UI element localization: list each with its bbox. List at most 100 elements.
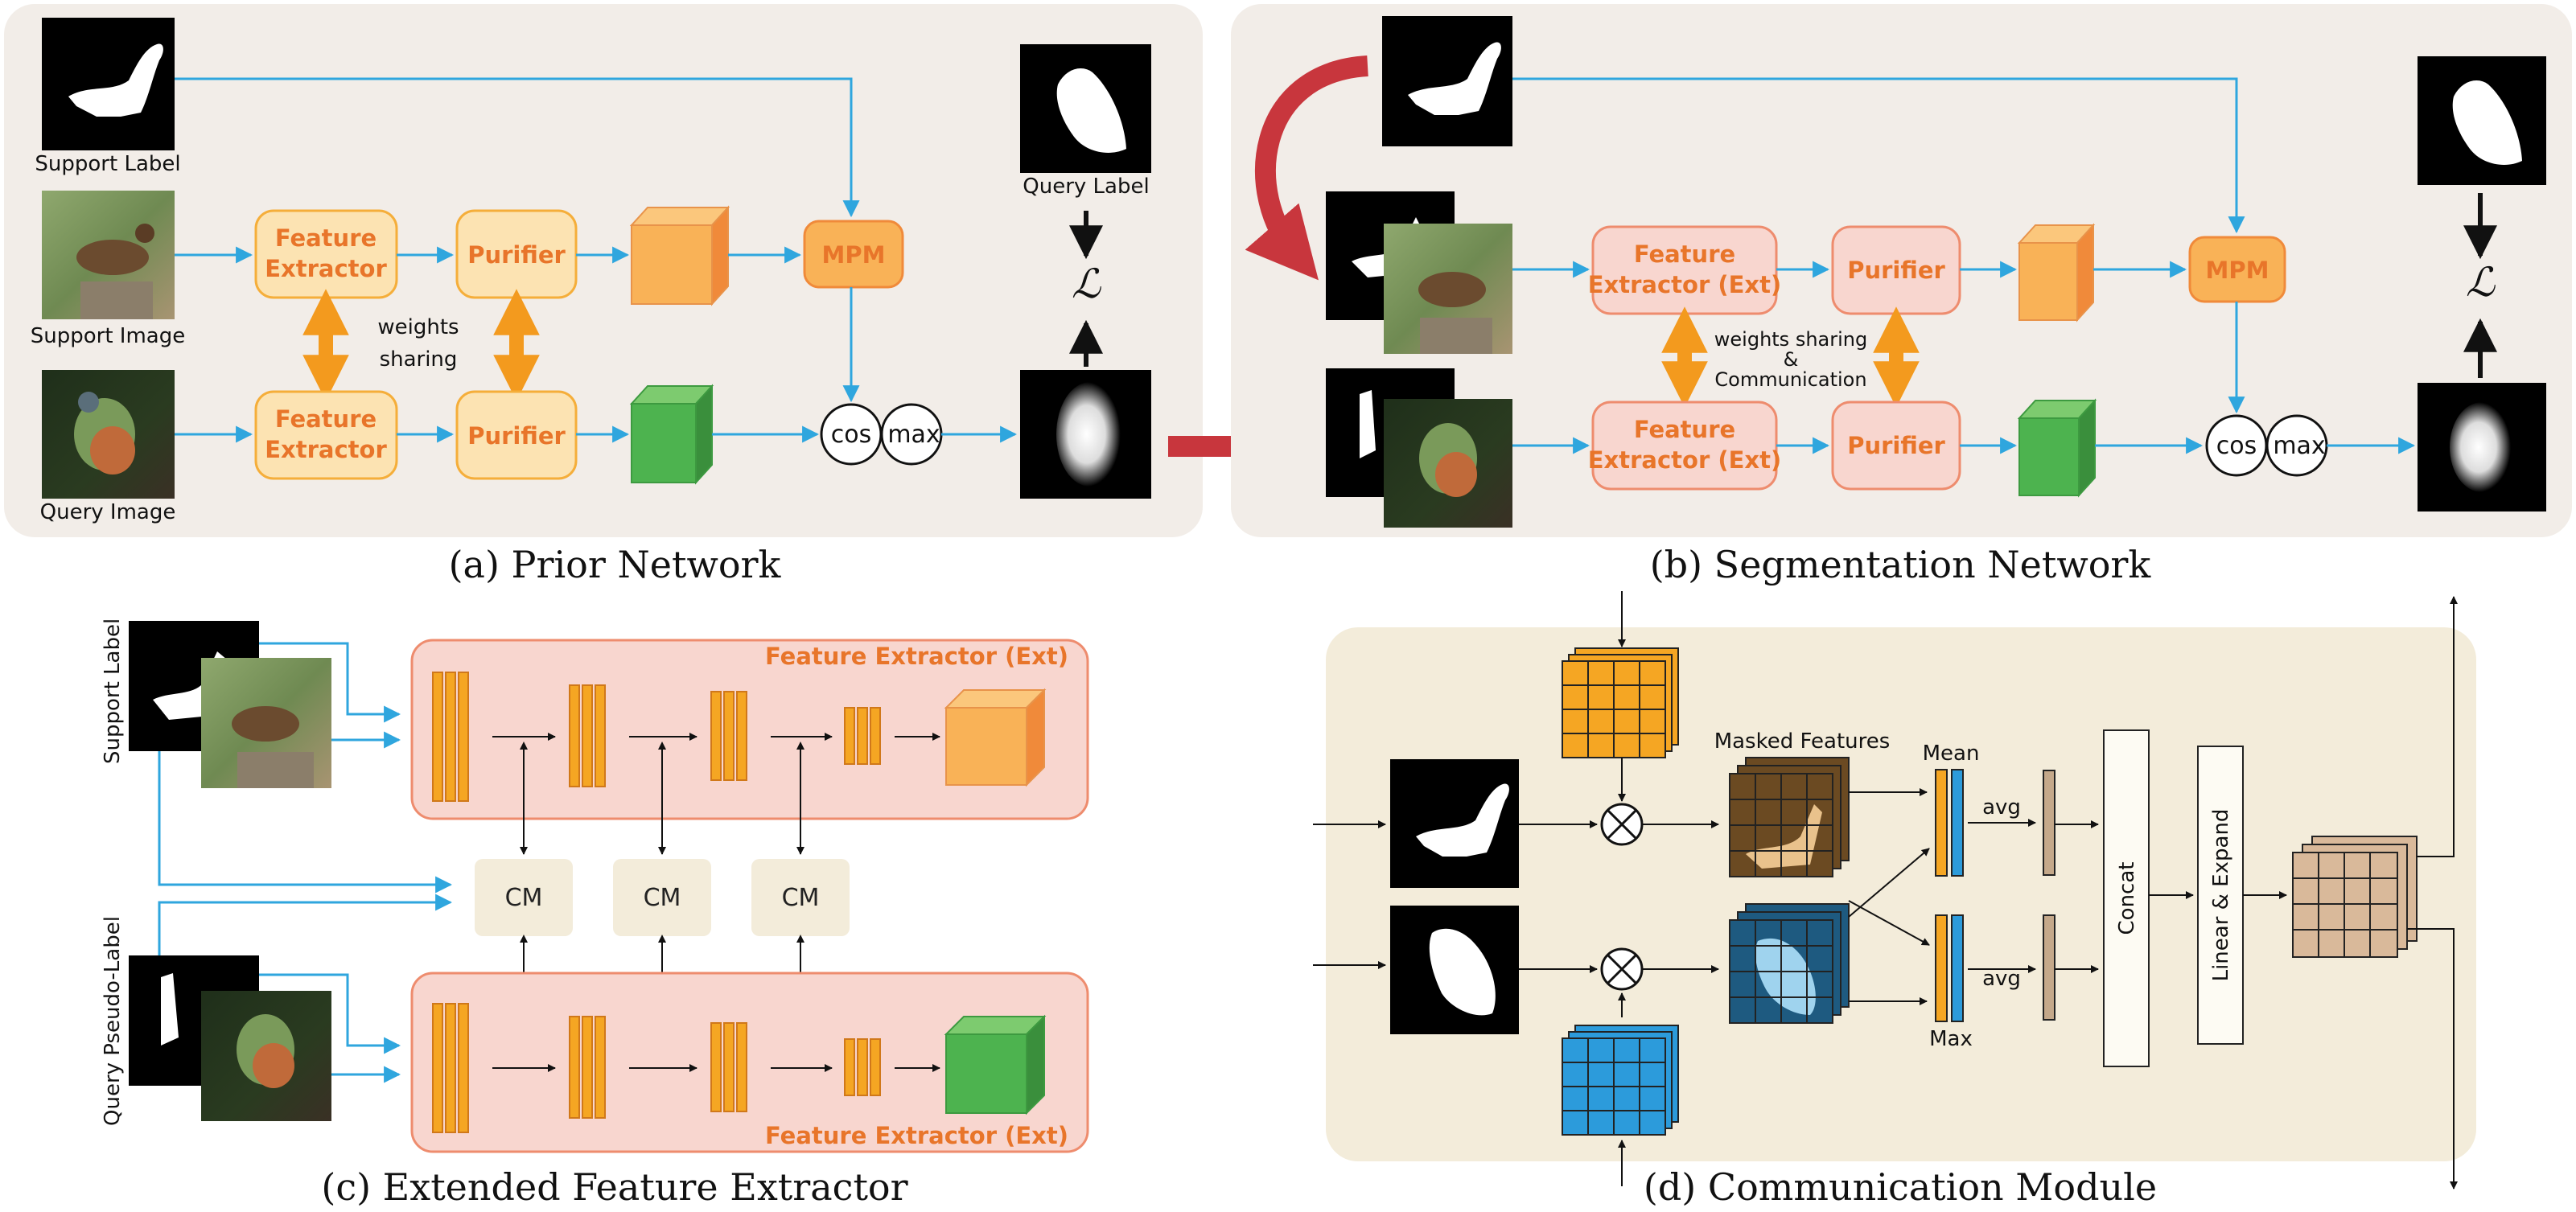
sharing-text-3: Communication — [1714, 368, 1866, 391]
loss-symbol-a: ℒ — [1072, 261, 1101, 307]
support-stack-c — [129, 621, 331, 788]
output-up-arrow — [2417, 596, 2458, 857]
cos-label-a: cos — [831, 421, 871, 449]
cm-label-2: CM — [644, 884, 681, 912]
panel-d-communication-module: Masked Features Mea — [1313, 591, 2476, 1189]
caption-d: (d) Communication Module — [1644, 1165, 2157, 1209]
query-label-mask-b — [2418, 56, 2546, 185]
mpm-box-a — [803, 220, 904, 289]
sharing-text-1: weights sharing — [1714, 328, 1867, 351]
caption-c: (c) Extended Feature Extractor — [321, 1165, 907, 1209]
cross-arrow-up — [1848, 848, 1930, 918]
concat-block — [2103, 729, 2150, 1067]
query-label-to-cm — [158, 894, 453, 955]
loss-symbol-b: ℒ — [2466, 259, 2496, 306]
masked-features-bottom — [1729, 903, 1850, 1024]
support-label-caption: Support Label — [35, 152, 180, 176]
query-label-caption-a: Query Label — [1023, 175, 1149, 199]
orange-grid-stack — [1562, 647, 1679, 758]
feature-extractor-bottom-line2: Extractor — [265, 436, 387, 463]
mpm-label-b: MPM — [2206, 257, 2269, 284]
feature-extractor-top-line1: Feature — [275, 224, 377, 252]
cm-box-2 — [613, 859, 711, 936]
support-mask-d — [1390, 759, 1519, 888]
caption-b: (b) Segmentation Network — [1650, 543, 2152, 586]
avg-bar-bottom — [2043, 914, 2055, 1021]
query-pair-stack — [1326, 368, 1512, 528]
linear-expand-label: Linear & Expand — [2209, 809, 2233, 982]
support-label-to-mpm-arrow — [175, 77, 860, 218]
max-bar-blue — [1951, 914, 1964, 1022]
ext-box-bottom — [410, 972, 1089, 1153]
orange-feature-cube-b — [2017, 223, 2096, 323]
mean-bar-orange — [1935, 769, 1948, 877]
max-label-a: max — [887, 421, 940, 449]
support-label-vertical: Support Label — [101, 618, 125, 764]
avg-label-top: avg — [1982, 795, 2021, 820]
mean-label: Mean — [1923, 742, 1980, 766]
linear-expand-block — [2197, 746, 2244, 1045]
concat-label: Concat — [2115, 862, 2139, 935]
query-label-to-ext — [259, 973, 401, 1054]
mpm-label-a: MPM — [822, 241, 886, 269]
fe-ext-top-line2: Extractor (Ext) — [1588, 271, 1782, 298]
panel-c-extended-feature-extractor: Support Label Query Pseudo-Label Feature… — [101, 618, 1089, 1153]
green-feature-cube-a — [629, 384, 714, 485]
support-label-to-mpm-arrow-b — [1512, 77, 2245, 234]
masked-features-label: Masked Features — [1714, 729, 1891, 754]
cross-arrow-down — [1848, 900, 1930, 946]
query-pseudo-label-vertical: Query Pseudo-Label — [101, 916, 125, 1126]
max-bar-orange — [1935, 914, 1948, 1022]
feature-extractor-top-line2: Extractor — [265, 255, 387, 282]
query-image-photo — [42, 370, 175, 499]
sharing-text-2: & — [1784, 348, 1799, 371]
purifier-bottom-label: Purifier — [467, 422, 566, 450]
ext-top-output-cube — [944, 688, 1047, 787]
query-mask-d — [1390, 906, 1519, 1034]
avg-bar-top — [2043, 770, 2055, 876]
weights-sharing-line1: weights — [377, 315, 459, 339]
cos-label-b: cos — [2216, 432, 2257, 460]
support-label-mask-b — [1382, 16, 1512, 146]
blue-grid-stack — [1562, 1025, 1679, 1136]
feature-extractor-bottom-line1: Feature — [275, 405, 377, 433]
max-label-b: max — [2273, 432, 2325, 460]
support-pair-stack — [1326, 191, 1512, 354]
support-label-mask — [42, 18, 175, 150]
ext-bottom-layers — [432, 1003, 881, 1133]
panel-a-prior-network: Support Label Support Image Query Image … — [4, 4, 1203, 537]
query-stack-c — [129, 955, 331, 1121]
cm-label-1: CM — [505, 884, 543, 912]
support-label-to-cm — [158, 751, 453, 894]
fe-ext-top-line1: Feature — [1634, 240, 1735, 268]
multiply-icon-top — [1600, 803, 1644, 846]
final-prediction-map — [2418, 383, 2546, 512]
ext-box-top — [410, 639, 1089, 820]
query-label-mask-a — [1020, 44, 1151, 173]
orange-feature-cube-a — [629, 205, 730, 306]
ext-title-bottom: Feature Extractor (Ext) — [765, 1122, 1068, 1149]
avg-label-bottom: avg — [1982, 967, 2021, 991]
green-feature-cube-b — [2017, 398, 2097, 498]
multiply-icon-bottom — [1600, 947, 1644, 991]
ext-title-top: Feature Extractor (Ext) — [765, 643, 1068, 670]
support-image-photo — [42, 191, 175, 319]
support-label-to-ext — [259, 642, 401, 723]
cm-box-3 — [751, 859, 850, 936]
output-grid-stack — [2292, 836, 2418, 958]
ext-bottom-output-cube — [944, 1014, 1047, 1115]
support-image-caption: Support Image — [31, 324, 185, 348]
weights-sharing-line2: sharing — [380, 347, 458, 372]
purifier-b-top-label: Purifier — [1847, 257, 1945, 284]
purifier-top-label: Purifier — [467, 241, 566, 269]
fe-ext-bottom-line2: Extractor (Ext) — [1588, 446, 1782, 474]
curved-red-arrow — [1245, 55, 1369, 281]
prior-prediction-map — [1020, 370, 1151, 499]
cm-box-1 — [475, 859, 573, 936]
caption-a: (a) Prior Network — [449, 543, 782, 586]
max-label-d: Max — [1929, 1027, 1973, 1051]
panel-b-segmentation-network: Feature Extractor (Ext) Purifier MPM wei… — [1231, 4, 2572, 537]
mean-bar-blue — [1951, 769, 1964, 877]
masked-features-top — [1729, 757, 1850, 877]
